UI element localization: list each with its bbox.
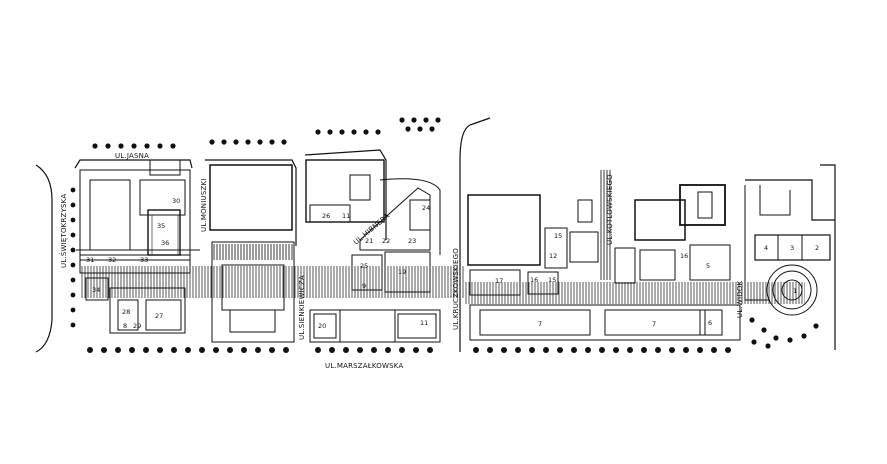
lot-number: 36: [161, 239, 169, 247]
lot-number: 21: [365, 237, 373, 245]
lot-number: 23: [408, 237, 416, 245]
lot-number: 29: [133, 322, 141, 330]
kotlowskiego-hatch: [600, 170, 612, 280]
lot-number: 11: [342, 212, 350, 220]
lot-number: 7: [652, 320, 656, 328]
lot-number: 28: [122, 308, 130, 316]
lot-number: 19: [398, 268, 406, 276]
street-curbs: [35, 117, 836, 353]
lot-number: 4: [764, 244, 768, 252]
lot-number: 5: [706, 262, 710, 270]
street-label-kruczkowskiego: UL.KRUCZKOWSKIEGO: [452, 248, 460, 330]
lot-number: 15: [548, 276, 556, 284]
block-hibnera: [305, 159, 441, 293]
street-label-kotlowskiego: UL.KOTLOWSKIEGO: [606, 174, 614, 245]
lot-number: 3: [790, 244, 794, 252]
lot-number: 34: [92, 286, 100, 294]
block-moniuszki: [209, 164, 295, 343]
lot-number: 8: [123, 322, 127, 330]
lot-number: 2: [815, 244, 819, 252]
promenade-hatch-east: [465, 282, 805, 304]
lot-number: 33: [140, 256, 148, 264]
trees: [70, 117, 819, 353]
lot-number: 27: [155, 312, 163, 320]
promenade-hatch-west: [80, 266, 465, 298]
lot-number: 12: [549, 252, 557, 260]
block-marszalkowska: [309, 309, 441, 343]
block-widok: [744, 185, 831, 316]
lot-number: 31: [86, 256, 94, 264]
lot-numbers: 1 2 3 4 5 6 7 7 8 9 11 11 12 15 15 16 16…: [86, 197, 819, 330]
lot-number: 16: [530, 276, 538, 284]
lot-number: 11: [420, 319, 428, 327]
lot-number: 25: [360, 262, 368, 270]
moniuszki-hatch: [212, 244, 294, 260]
lot-number: 16: [680, 252, 688, 260]
street-label-moniuszki: UL.MONIUSZKI: [200, 178, 208, 232]
lot-number: 24: [422, 204, 430, 212]
street-label-marszalkowska: UL.MARSZAŁKOWSKA: [325, 362, 403, 370]
lot-number: 26: [322, 212, 330, 220]
block-east: [467, 184, 741, 341]
lot-number: 9: [362, 282, 366, 290]
lot-number: 6: [708, 319, 712, 327]
lot-number: 32: [108, 256, 116, 264]
lot-number: 30: [172, 197, 180, 205]
lot-number: 22: [382, 237, 390, 245]
street-label-widok: UL.WIDOK: [736, 280, 744, 318]
block-west-shadow: [151, 214, 179, 256]
lot-number: 20: [318, 322, 326, 330]
lot-number: 15: [554, 232, 562, 240]
lot-number: 1: [793, 287, 797, 295]
street-label-sienkiewicza: UL.SIENKIEWICZA: [298, 275, 306, 340]
block-west: [76, 159, 200, 334]
lot-number: 17: [495, 277, 503, 285]
street-label-jasna: UL.JASNA: [115, 152, 149, 160]
lot-number: 7: [538, 320, 542, 328]
street-label-swietokrzyska: UL.ŚWIĘTOKRZYSKA: [59, 194, 68, 268]
lot-number: 35: [157, 222, 165, 230]
